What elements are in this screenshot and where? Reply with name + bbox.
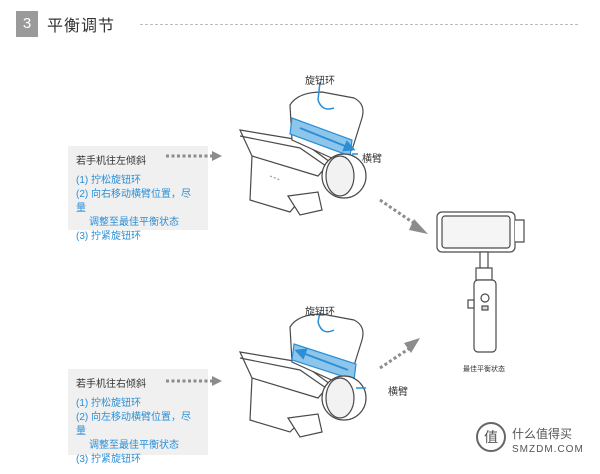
gimbal-balanced bbox=[436, 211, 525, 353]
gimbal-lower bbox=[238, 311, 367, 438]
watermark-url: SMZDM.COM bbox=[512, 444, 584, 455]
balanced-state-label: 最佳平衡状态 bbox=[463, 366, 505, 373]
dotted-arrow-icon bbox=[379, 338, 420, 370]
instruction-note-right-tilt: 若手机往右倾斜 (1) 拧松旋钮环 (2) 向左移动横臂位置，尽量 调整至最佳平… bbox=[68, 369, 208, 465]
section-title: 平衡调节 bbox=[47, 18, 116, 35]
step-text: (3) 拧紧旋钮环 bbox=[76, 231, 141, 242]
gimbal-upper bbox=[238, 81, 367, 216]
watermark-text: 什么值得买 bbox=[512, 427, 573, 441]
dotted-arrow-icon bbox=[379, 198, 428, 234]
step-text: (1) 拧松旋钮环 bbox=[76, 398, 141, 409]
instruction-note-left-tilt: 若手机往左倾斜 (1) 拧松旋钮环 (2) 向右移动横臂位置，尽量 调整至最佳平… bbox=[68, 146, 208, 242]
crossarm-label: 横臂 bbox=[388, 387, 408, 398]
knob-ring-label: 旋钮环 bbox=[305, 76, 335, 87]
step-text: 调整至最佳平衡状态 bbox=[89, 217, 179, 228]
step-text: (2) 向右移动横臂位置，尽量 bbox=[76, 189, 191, 214]
step-text: (3) 拧紧旋钮环 bbox=[76, 454, 141, 465]
crossarm-label: 横臂 bbox=[362, 154, 382, 165]
step-number-badge: 3 bbox=[16, 11, 38, 37]
knob-ring-label: 旋钮环 bbox=[305, 307, 335, 318]
step-text: (1) 拧松旋钮环 bbox=[76, 175, 141, 186]
watermark-logo: 值 bbox=[476, 422, 506, 452]
dotted-arrow-icon bbox=[166, 151, 222, 161]
dotted-arrow-icon bbox=[166, 376, 222, 386]
step-text: 调整至最佳平衡状态 bbox=[89, 440, 179, 451]
condition-text: 若手机往右倾斜 bbox=[76, 379, 146, 390]
title-divider bbox=[140, 24, 578, 25]
step-text: (2) 向左移动横臂位置，尽量 bbox=[76, 412, 191, 437]
condition-text: 若手机往左倾斜 bbox=[76, 156, 146, 167]
